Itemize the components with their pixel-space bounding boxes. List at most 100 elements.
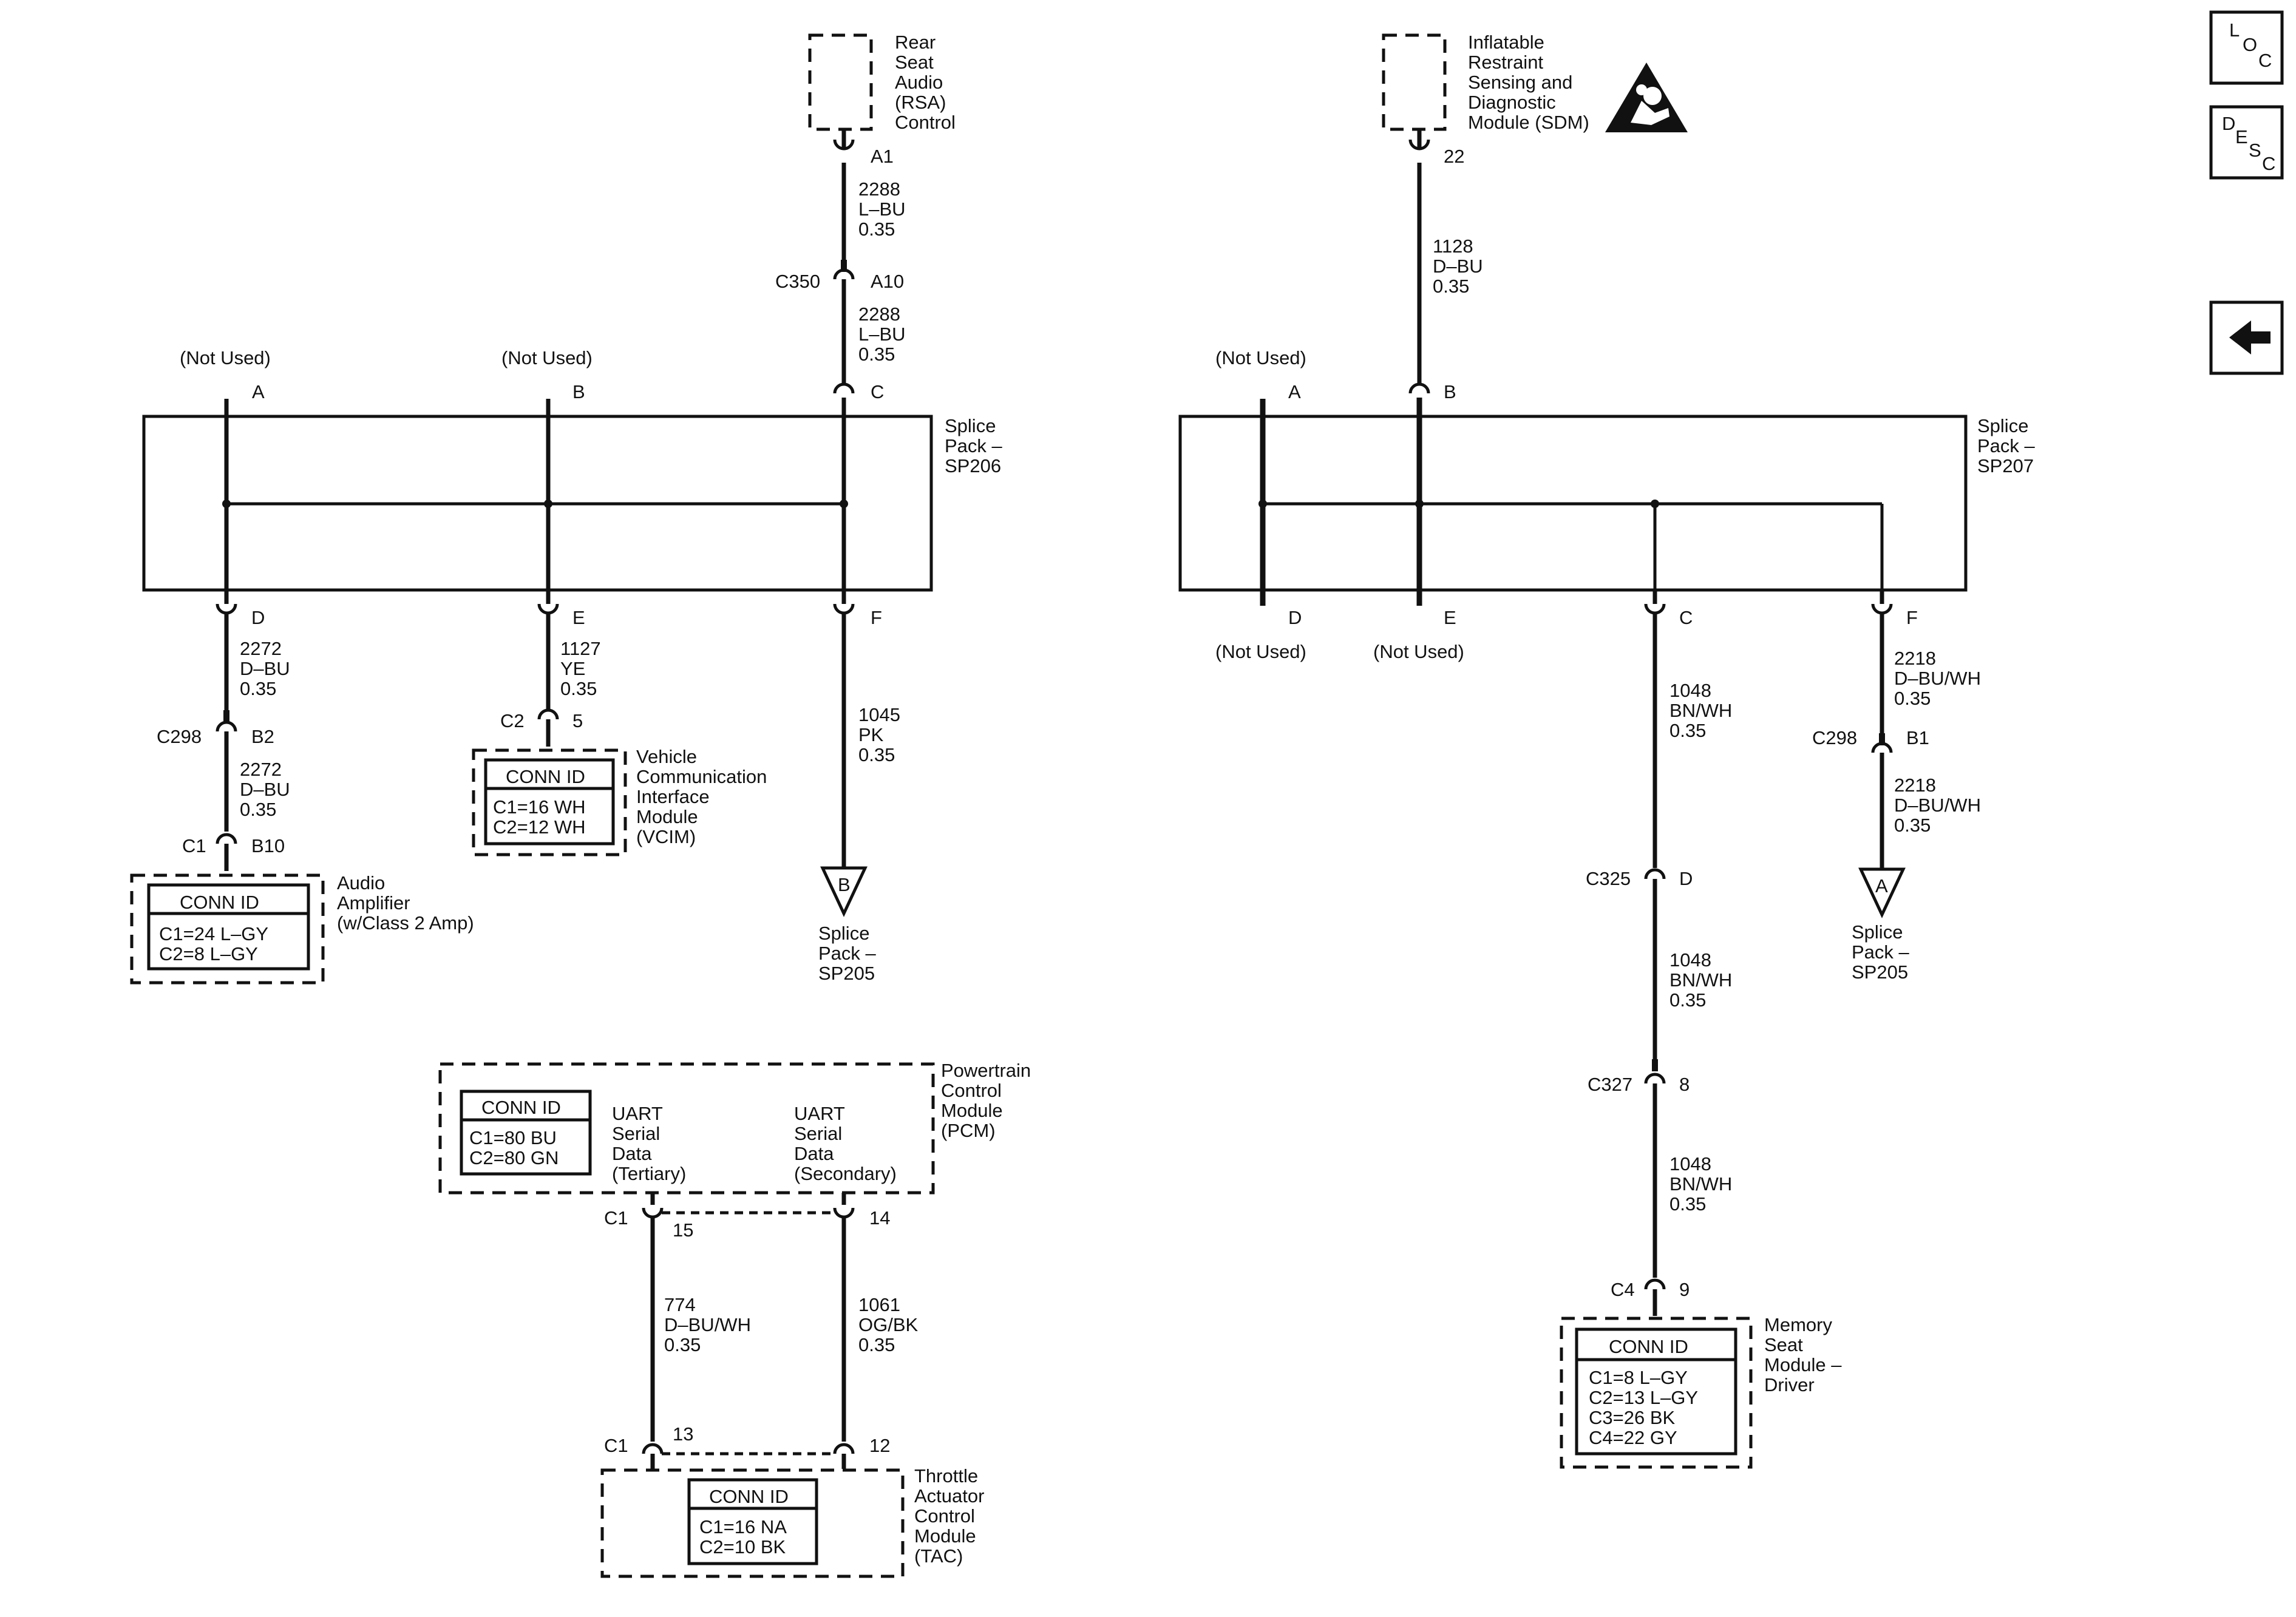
- wire-label: D–BU: [240, 658, 290, 679]
- memory-seat-name-line: Driver: [1764, 1374, 1815, 1395]
- conn-id-title: CONN ID: [180, 892, 259, 913]
- wire-label: YE: [560, 658, 585, 679]
- memory-seat-conn-id-box: [1575, 1327, 1737, 1456]
- rsa-module-box: [808, 33, 873, 131]
- pin-label: E: [572, 607, 585, 628]
- wire-label: D–BU/WH: [1894, 795, 1981, 816]
- vcim-name-line: Module: [636, 806, 698, 827]
- uart-secondary-line: UART: [794, 1103, 845, 1124]
- c325-connector: [1644, 868, 1666, 880]
- c327-label: C327: [1588, 1074, 1632, 1095]
- sp207-pin-f-connector: [1871, 603, 1893, 615]
- tac-pin12-connector: [833, 1443, 855, 1454]
- tac-conn-id-box: [687, 1478, 818, 1565]
- desc-button[interactable]: [2209, 105, 2284, 180]
- sdm-name-line: Restraint: [1468, 52, 1543, 73]
- loc-letter-o: O: [2243, 34, 2257, 55]
- vcim-name-line: Communication: [636, 766, 767, 787]
- conn-id-line: C3=26 BK: [1589, 1407, 1676, 1428]
- left-arrow-icon: [2229, 320, 2271, 354]
- pin-label: D: [251, 607, 265, 628]
- wire-label: 1061: [858, 1294, 900, 1315]
- c1-label: C1: [182, 835, 206, 856]
- sp206-name-line: Pack –: [945, 435, 1003, 456]
- conn-id-line: C2=12 WH: [493, 816, 585, 838]
- wire-label: 1048: [1669, 680, 1711, 701]
- tac-name-line: (TAC): [914, 1545, 963, 1567]
- c298-pin-label: B1: [1906, 727, 1929, 748]
- wire-label: L–BU: [858, 324, 906, 345]
- splice-letter: B: [838, 874, 851, 895]
- c4-label: C4: [1611, 1279, 1635, 1300]
- conn-id-title: CONN ID: [709, 1486, 789, 1507]
- not-used-label: (Not Used): [180, 347, 271, 368]
- pin-label: F: [1906, 607, 1918, 628]
- rsa-name-line: (RSA): [895, 92, 946, 113]
- tac-pin13-connector: [642, 1443, 664, 1454]
- vcim-name-line: Vehicle: [636, 746, 697, 767]
- pcm-name-line: Control: [941, 1080, 1002, 1101]
- sp207-pin-c-connector: [1644, 603, 1666, 615]
- c350-label: C350: [775, 271, 820, 292]
- not-used-label: (Not Used): [1215, 641, 1306, 662]
- c4-pin-label: 9: [1679, 1279, 1690, 1300]
- conn-id-line: C2=8 L–GY: [159, 943, 258, 964]
- conn-id-title: CONN ID: [481, 1097, 561, 1118]
- wire-label: D–BU/WH: [1894, 668, 1981, 689]
- audio-amp-name-line: Amplifier: [337, 892, 410, 914]
- sdm-name-line: Diagnostic: [1468, 92, 1556, 113]
- pcm-pin-15: 15: [673, 1219, 693, 1241]
- uart-secondary-line: Data: [794, 1143, 834, 1164]
- memory-seat-name-line: Seat: [1764, 1334, 1803, 1355]
- wire-label: 2288: [858, 178, 900, 200]
- conn-id-line: C4=22 GY: [1589, 1427, 1677, 1448]
- vcim-name-line: Interface: [636, 786, 710, 807]
- splice-triangle-a: [1858, 867, 1906, 918]
- sp207-name-line: SP207: [1977, 455, 2034, 476]
- c325-label: C325: [1586, 868, 1631, 889]
- wire-label: 2218: [1894, 648, 1936, 669]
- loc-button[interactable]: [2209, 10, 2284, 85]
- pin-label: B: [1444, 381, 1456, 402]
- c350-pin-label: A10: [871, 271, 904, 292]
- c2-pin5-connector: [537, 708, 559, 720]
- pin-label: B: [572, 381, 585, 402]
- c4-pin9-connector: [1644, 1278, 1666, 1290]
- c2-label: C2: [500, 710, 525, 731]
- wire-label: 0.35: [858, 219, 895, 240]
- vcim-conn-id-box: [484, 758, 615, 846]
- pcm-pin-14: 14: [869, 1207, 890, 1229]
- wire-label: 0.35: [1894, 688, 1931, 709]
- splice-triangle-b: [820, 866, 868, 917]
- sdm-pin-label: 22: [1444, 146, 1464, 167]
- desc-letter-e: E: [2235, 126, 2248, 147]
- tac-pin-13: 13: [673, 1423, 693, 1445]
- sdm-name-line: Sensing and: [1468, 72, 1572, 93]
- c1-pin-label: B10: [251, 835, 285, 856]
- memory-seat-name-line: Memory: [1764, 1314, 1832, 1335]
- c327-pin-label: 8: [1679, 1074, 1690, 1095]
- back-button[interactable]: [2209, 300, 2284, 375]
- conn-id-line: C2=10 BK: [699, 1536, 786, 1558]
- uart-secondary-line: Serial: [794, 1123, 842, 1144]
- sp205-name-line: SP205: [1852, 961, 1908, 983]
- not-used-label: (Not Used): [1215, 347, 1306, 368]
- sp205-name-line: Splice: [818, 923, 869, 944]
- pcm-pin15-connector: [642, 1207, 664, 1219]
- conn-id-title: CONN ID: [506, 766, 585, 787]
- wire-label: BN/WH: [1669, 969, 1732, 991]
- wire-label: 2272: [240, 759, 282, 780]
- conn-id-line: C1=16 NA: [699, 1516, 787, 1537]
- wire-label: D–BU: [1433, 256, 1483, 277]
- rsa-name-line: Seat: [895, 52, 934, 73]
- wire-label: D–BU: [240, 779, 290, 800]
- c327-connector: [1644, 1073, 1666, 1084]
- wire-label: 0.35: [858, 344, 895, 365]
- sp206-pin-c-connector: [833, 382, 855, 394]
- wire-label: 0.35: [664, 1334, 701, 1355]
- tac-c1-label: C1: [604, 1435, 628, 1456]
- sp206-name-line: Splice: [945, 415, 996, 436]
- pin-label: A: [1288, 381, 1301, 402]
- uart-tertiary-line: Serial: [612, 1123, 660, 1144]
- wire-label: 0.35: [1433, 276, 1469, 297]
